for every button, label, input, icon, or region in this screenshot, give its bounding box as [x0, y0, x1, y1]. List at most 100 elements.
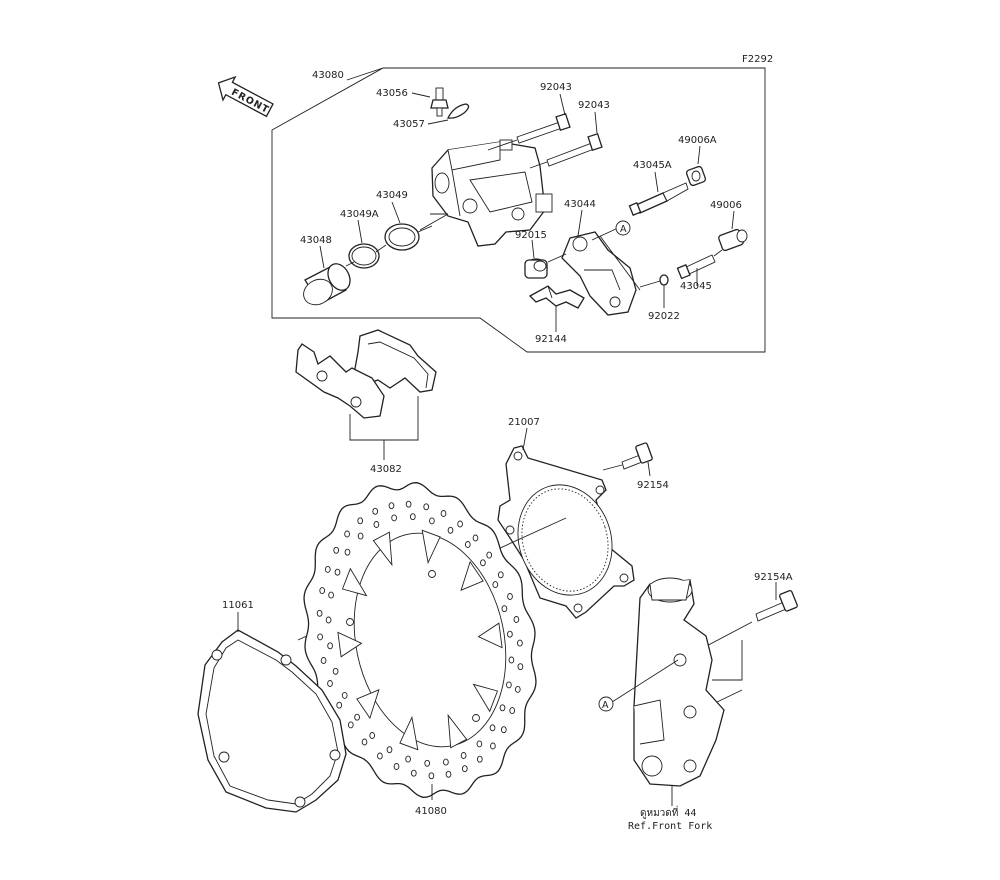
disc-hole [500, 726, 507, 734]
disc-window [372, 531, 393, 567]
disc-hole [410, 769, 417, 777]
disc-hole [486, 551, 493, 559]
disc-hole [344, 548, 351, 556]
disc-hole [357, 532, 364, 540]
ref-a-upper: A [620, 224, 627, 235]
disc-hole [386, 746, 393, 754]
disc-hole [517, 663, 524, 671]
disc-spoke-windows [337, 529, 503, 751]
diagram-code: F2292 [742, 54, 773, 65]
disc-hole [317, 633, 323, 641]
label-boot: 49006 [710, 200, 742, 211]
ref-text-english: Ref.Front Fork [628, 821, 712, 832]
disc-hole [324, 565, 331, 573]
ref-circle-a-upper [615, 220, 631, 236]
disc-hole [327, 680, 333, 687]
disc-hole [333, 546, 340, 554]
disc-hole [443, 758, 449, 766]
disc-window [477, 622, 503, 649]
bleeder-cap [447, 103, 470, 119]
label-sleeve: 92015 [515, 230, 547, 241]
label-holder: 43044 [564, 199, 596, 210]
caliper-pin-lower [546, 132, 603, 167]
disc-hole [319, 587, 326, 595]
dust-boot-a [685, 165, 707, 187]
sleeve-bolt-a [628, 182, 689, 216]
disc-hole [492, 581, 499, 589]
ref-circle-a-lower [598, 696, 614, 712]
disc-hole [344, 530, 350, 538]
disc-hole [457, 520, 463, 528]
disc-hole [506, 681, 512, 689]
disc-hole [424, 759, 431, 767]
label-bleeder-cap: 43057 [393, 119, 425, 130]
disc-hole [517, 639, 523, 647]
disc-hole [460, 752, 467, 759]
sleeve-bushing [524, 258, 548, 279]
disc-hole [334, 568, 341, 576]
disc-hole [373, 521, 380, 528]
brake-disc [303, 482, 537, 798]
disc-hole [497, 571, 504, 579]
label-sleeve-bolt: 43045 [680, 281, 712, 292]
disc-hole [377, 752, 383, 760]
label-seal-large: 43049 [376, 190, 408, 201]
disc-hole [316, 609, 323, 617]
label-caliper-bolt: 92154A [754, 572, 793, 583]
caliper-pin-upper [516, 112, 571, 144]
disc-hole [354, 713, 360, 721]
caliper-body [431, 139, 553, 247]
disc-hole [507, 593, 513, 600]
label-rotor-bolt: 92154 [637, 480, 669, 491]
disc-hole [405, 755, 411, 763]
disc-hole [347, 721, 354, 729]
disc-hole [513, 616, 520, 623]
disc-hole [405, 500, 412, 508]
label-caliper-assy: 43080 [312, 70, 344, 81]
disc-hole [447, 526, 454, 534]
disc-vent-holes [316, 500, 524, 780]
label-pads: 43082 [370, 464, 402, 475]
disc-hole [461, 765, 468, 773]
disc-window [337, 631, 363, 658]
disc-hole [501, 605, 508, 613]
label-pin-lower: 92043 [578, 100, 610, 111]
disc-hole [361, 738, 368, 746]
label-pin-upper: 92043 [540, 82, 572, 93]
disc-hole [327, 642, 333, 650]
disc-window [472, 683, 499, 713]
brake-pad-front [295, 343, 385, 419]
disc-hole [499, 704, 506, 712]
disc-hole [320, 657, 327, 664]
disc-window [460, 560, 484, 591]
front-arrow-icon: FRONT [217, 75, 274, 118]
rotor-bolt [621, 442, 653, 470]
disc-window [341, 567, 368, 597]
disc-hole [440, 510, 447, 517]
disc-hole [409, 513, 416, 521]
piston-seal-large [384, 223, 420, 251]
disc-hole [476, 755, 483, 763]
label-gasket: 11061 [222, 600, 254, 611]
disc-hole [328, 591, 334, 599]
label-circlip: 92022 [648, 311, 680, 322]
front-fork-leg [633, 577, 725, 787]
disc-hole [514, 685, 521, 693]
label-disc: 41080 [415, 806, 447, 817]
label-seal-small: 43049A [340, 209, 379, 220]
bleeder-valve [430, 87, 449, 117]
label-pad-spring: 92144 [535, 334, 567, 345]
sleeve-bolt [676, 254, 716, 280]
disc-window [356, 689, 380, 720]
disc-hole [429, 517, 435, 525]
disc-hole [369, 732, 376, 739]
disc-hole [325, 616, 332, 624]
abs-sensor-rotor [497, 445, 635, 619]
caliper-holder [561, 231, 637, 316]
disc-hole [336, 701, 343, 709]
disc-hole [490, 742, 496, 750]
disc-hole [445, 770, 452, 778]
disc-hole [509, 707, 516, 715]
disc-window [421, 529, 441, 565]
